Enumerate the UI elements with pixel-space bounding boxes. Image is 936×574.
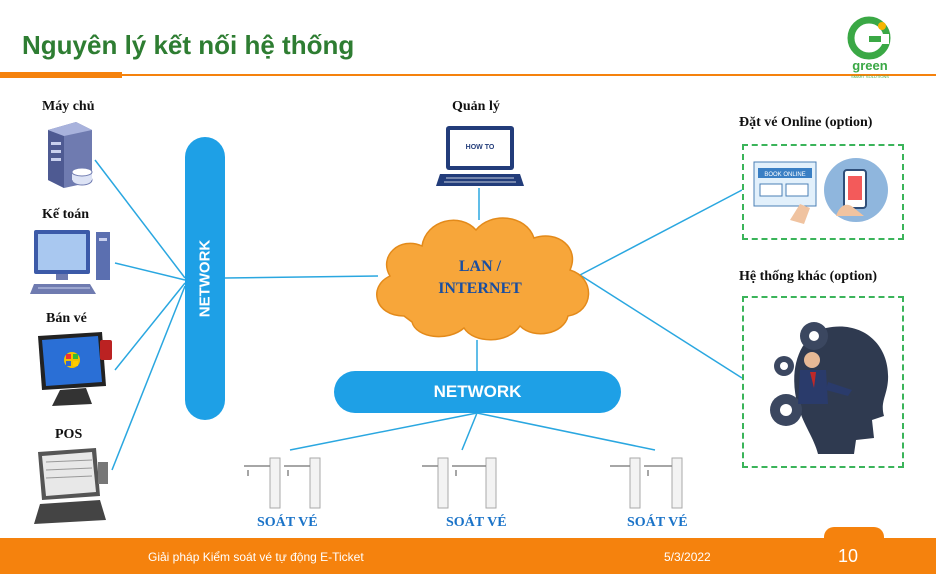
horizontal-network-bar: NETWORK: [334, 371, 621, 413]
turnstile-icon: [244, 457, 321, 509]
footer-bar: [0, 538, 936, 574]
vertical-network-label: NETWORK: [196, 239, 214, 318]
gate-label-2: SOÁT VÉ: [446, 515, 507, 530]
gears-head-icon: [770, 322, 889, 454]
online-booking-icon: BOOK ONLINE: [753, 158, 888, 224]
pos-terminal-icon: [34, 448, 108, 524]
manager-label: Quản lý: [452, 99, 500, 114]
pos-label: POS: [55, 427, 83, 442]
page-number: 10: [838, 546, 859, 566]
line-ticket-sale: [114, 282, 186, 371]
footer-product: Giải pháp Kiểm soát vé tự động E-Ticket: [148, 550, 364, 564]
turnstile-icon: [422, 457, 497, 509]
server-label: Máy chủ: [42, 99, 95, 114]
turnstile-icon: [610, 457, 683, 509]
line-other: [579, 274, 743, 379]
slide-title: Nguyên lý kết nối hệ thống: [22, 30, 355, 60]
other-systems-label: Hệ thống khác (option): [739, 269, 878, 284]
gate-label-1: SOÁT VÉ: [257, 515, 318, 530]
laptop-screen-text: HOW TO: [466, 144, 495, 151]
cloud-label: LAN / INTERNET: [410, 256, 550, 300]
line-vnet-cloud: [224, 275, 379, 279]
cloud-label-line1: LAN /: [458, 258, 502, 275]
title-divider: [0, 74, 936, 76]
online-booking-label: Đặt vé Online (option): [739, 115, 873, 130]
green-logo: green SMART SOLUTIONS: [842, 14, 898, 80]
desktop-computer-icon: [30, 230, 110, 294]
line-server: [94, 159, 186, 279]
logo-subtext: SMART SOLUTIONS: [851, 74, 889, 79]
page-number-tab: [824, 527, 884, 547]
line-gate-1: [289, 412, 478, 451]
cloud-label-line2: INTERNET: [438, 280, 522, 297]
logo-text: green: [852, 58, 887, 73]
accounting-label: Kế toán: [42, 207, 90, 222]
footer-date: 5/3/2022: [664, 550, 711, 564]
line-accounting: [114, 262, 186, 281]
other-systems-box: [742, 296, 904, 468]
laptop-icon: HOW TO: [436, 126, 524, 186]
title-divider-accent: [0, 72, 122, 78]
touch-pos-icon: [38, 332, 112, 406]
book-online-text: BOOK ONLINE: [764, 172, 805, 178]
vertical-network-label-wrap: NETWORK: [185, 137, 225, 420]
gate-label-3: SOÁT VÉ: [627, 515, 688, 530]
server-icon: [48, 122, 93, 188]
line-pos: [111, 285, 186, 471]
ticket-sale-label: Bán vé: [46, 311, 87, 326]
line-gate-3: [476, 412, 656, 451]
line-online: [579, 189, 743, 276]
vertical-network-bar: [185, 137, 225, 420]
online-booking-box: BOOK ONLINE: [742, 144, 904, 240]
line-gate-2: [461, 412, 478, 451]
green-logo-icon: green SMART SOLUTIONS: [847, 16, 891, 79]
cloud-icon: [376, 217, 590, 341]
